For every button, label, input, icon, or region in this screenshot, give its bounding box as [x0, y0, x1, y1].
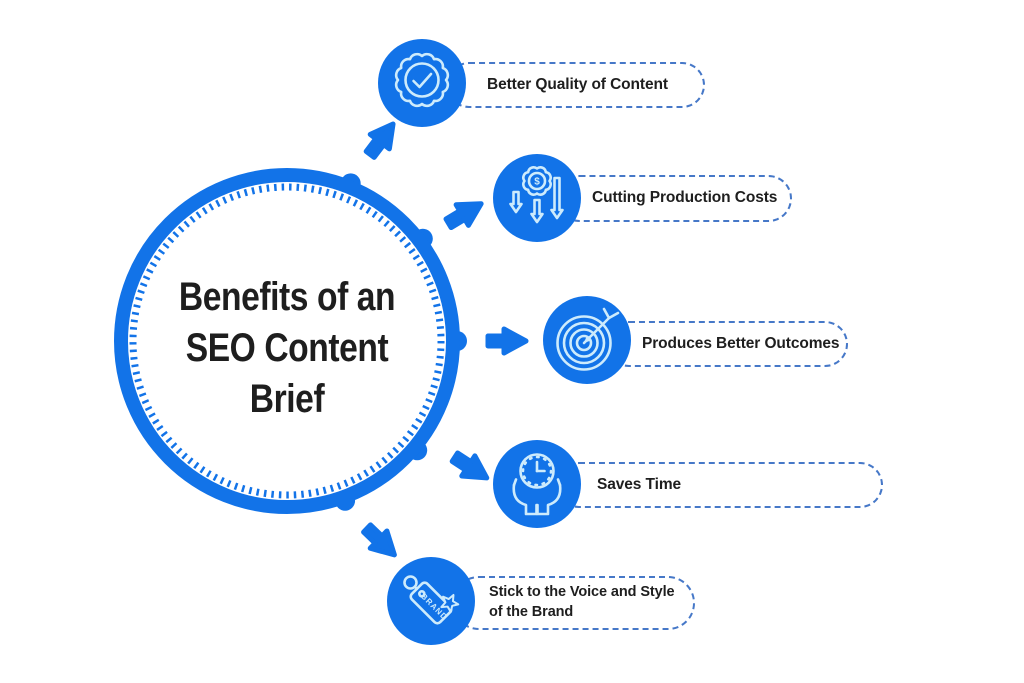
benefit-label: Better Quality of Content [487, 75, 668, 93]
benefit-icon-circle: $ [493, 154, 581, 242]
benefit-label: Cutting Production Costs [592, 189, 778, 207]
benefit-pill: Stick to the Voice and Style of the Bran… [452, 576, 695, 630]
central-title: Benefits of an SEO Content Brief [178, 275, 396, 421]
benefit-label: Produces Better Outcomes [642, 334, 840, 352]
benefit-icon-circle [378, 39, 466, 127]
target-dart-icon [556, 307, 620, 371]
dollar-gear-down-arrows-icon: $ [509, 166, 564, 224]
dollar-sign-glyph: $ [534, 177, 540, 188]
benefit-pill: Saves Time [556, 462, 883, 508]
benefit-pill: Better Quality of Content [446, 62, 705, 108]
benefit-pill: Produces Better Outcomes [606, 321, 848, 367]
benefit-icon-circle [543, 296, 631, 384]
benefit-pill: Cutting Production Costs [556, 175, 792, 222]
badge-check-icon [394, 52, 450, 108]
branch-arrow-icon [363, 121, 396, 160]
clock-in-hands-icon [512, 453, 562, 516]
branch-arrow-icon [449, 450, 490, 481]
benefit-label: Stick to the Voice and Style of the Bran… [489, 584, 675, 620]
benefit-icon-circle [493, 440, 581, 528]
central-ring [114, 168, 460, 514]
branch-arrow-icon [485, 326, 529, 356]
branch-arrow-icon [443, 201, 484, 231]
benefit-label: Saves Time [597, 475, 682, 493]
brand-tag-icon: BRAND [403, 575, 460, 625]
benefit-icon-circle: BRAND [387, 557, 475, 645]
branch-arrow-icon [361, 522, 397, 558]
ring-ticks [129, 183, 445, 499]
